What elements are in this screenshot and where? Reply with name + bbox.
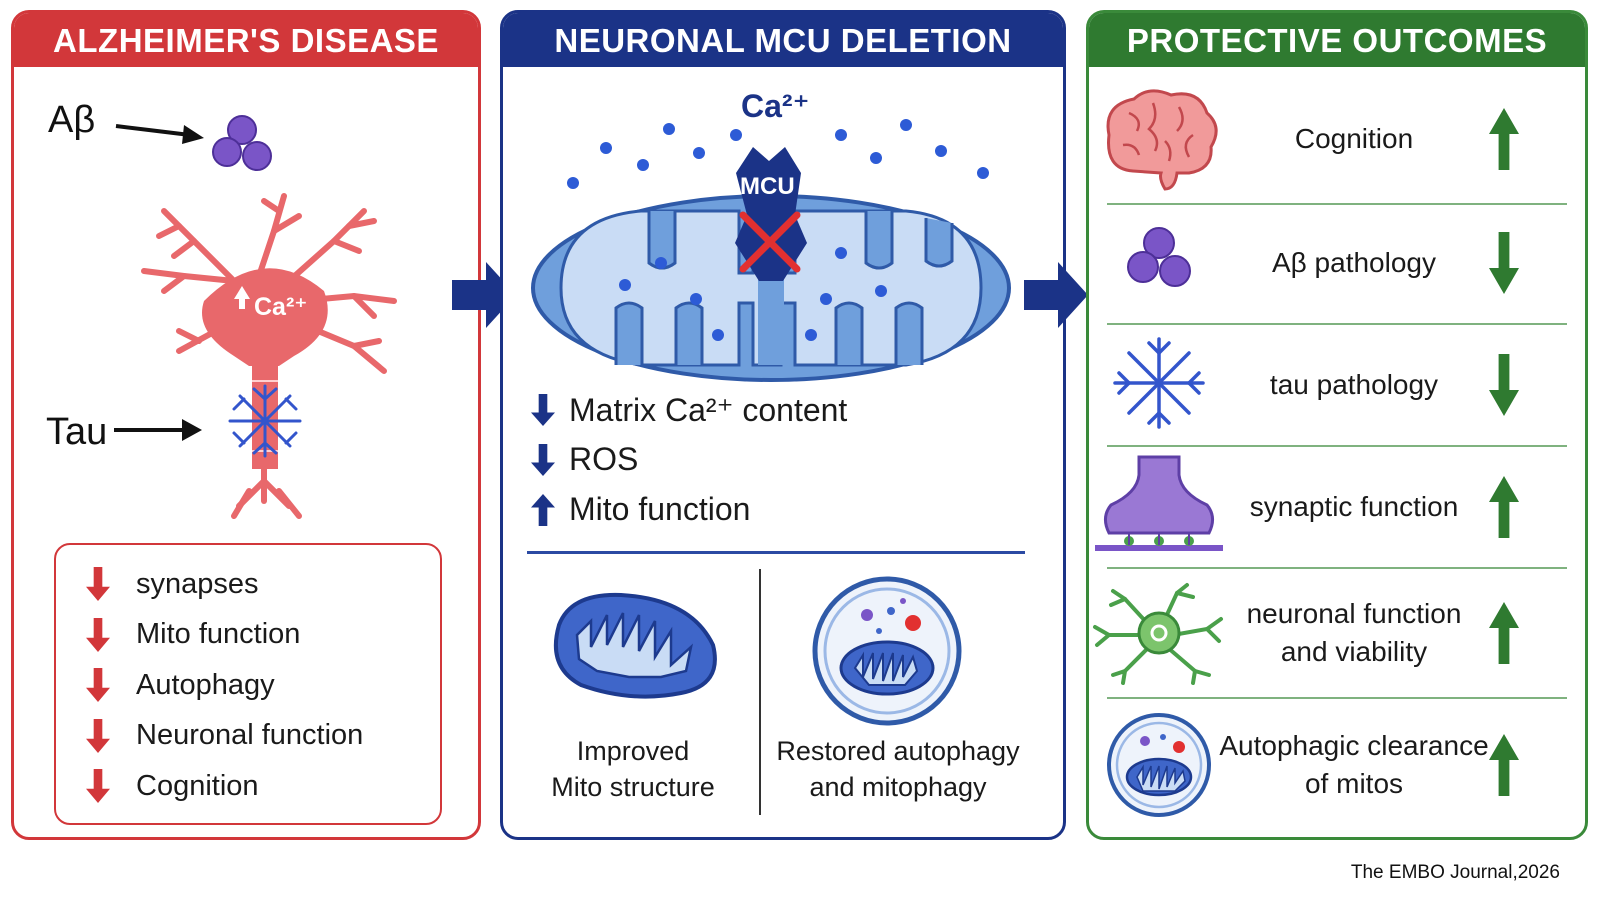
down-arrow-icon: [86, 769, 110, 803]
down-arrow-icon: [86, 718, 110, 753]
outcome-divider: [1107, 567, 1567, 569]
down-arrow-icon: [1489, 354, 1519, 416]
up-arrow-icon: [531, 493, 555, 526]
down-arrow-icon: [1489, 232, 1519, 294]
mcu-effect-label: Matrix Ca²⁺ content: [569, 392, 848, 428]
caption-mito-structure: Improved Mito structure: [551, 736, 715, 802]
neuron-ca-label: Ca²⁺: [254, 293, 308, 321]
abeta-cluster-icon: [212, 115, 272, 171]
alzheimers-title: ALZHEIMER'S DISEASE: [14, 13, 478, 67]
caption-autophagy: Restored autophagy and mitophagy: [776, 736, 1020, 802]
outcome-row: tau pathology: [1089, 325, 1585, 445]
outcome-row: synaptic function: [1089, 447, 1585, 567]
outcome-label: tau pathology: [1269, 369, 1439, 400]
flow-arrow-2-icon: [1024, 262, 1088, 328]
tau-label: Tau: [46, 411, 108, 453]
outcome-label: synaptic function: [1249, 491, 1459, 522]
ad-effect-item: Autophagy: [86, 662, 275, 708]
abeta-arrow-icon: [115, 115, 272, 171]
brain-icon: [1106, 89, 1218, 191]
journal-credit: The EMBO Journal,2026: [1350, 862, 1560, 883]
mcu-deletion-title: NEURONAL MCU DELETION: [503, 13, 1063, 67]
outcome-divider: [1107, 323, 1567, 325]
down-arrow-icon: [86, 668, 110, 702]
mitochondrion-mcu-icon: [531, 119, 1011, 382]
up-arrow-icon: [1489, 734, 1519, 796]
down-arrow-icon: [531, 443, 555, 476]
outcome-divider: [1107, 697, 1567, 699]
abeta-label: Aβ: [48, 99, 96, 141]
alzheimers-panel: ALZHEIMER'S DISEASE Aβ: [11, 10, 481, 840]
mcu-effect-label: Mito function: [569, 491, 751, 527]
mcu-effect-item: Mito function: [531, 491, 750, 528]
ad-effect-label: Autophagy: [136, 668, 275, 701]
autophagosome-icon: [1107, 713, 1211, 817]
diseased-neuron-icon: [141, 193, 397, 519]
ad-effect-label: Neuronal function: [136, 719, 364, 751]
ad-effect-label: Cognition: [136, 769, 259, 802]
outcome-divider: [1107, 445, 1567, 447]
mcu-divider: [527, 551, 1025, 554]
outcome-row: Aβ pathology: [1089, 203, 1585, 323]
up-arrow-icon: [1489, 602, 1519, 664]
tau-tangle-icon: [228, 384, 302, 458]
outcome-label: Cognition: [1294, 123, 1414, 154]
mcu-label: MCU: [740, 173, 795, 200]
improved-mito-icon: [553, 592, 717, 699]
down-arrow-icon: [531, 394, 555, 426]
ad-effect-item: Neuronal function: [86, 713, 363, 759]
protective-title: PROTECTIVE OUTCOMES: [1089, 13, 1585, 67]
ca-up-arrow-icon: [234, 286, 250, 309]
outcome-label: Aβ pathology: [1272, 247, 1436, 278]
tau-arrow-icon: [114, 419, 202, 441]
down-arrow-icon: [86, 617, 110, 652]
ad-effect-item: synapses: [86, 561, 259, 607]
outcome-row: Cognition: [1089, 75, 1585, 203]
protective-panel: PROTECTIVE OUTCOMES Cognition Aβ patholog…: [1086, 10, 1588, 840]
down-arrow-icon: [86, 567, 110, 601]
ad-effect-label: Mito function: [136, 618, 301, 650]
mcu-deletion-x-icon: [739, 211, 801, 273]
ad-effect-item: Cognition: [86, 763, 259, 809]
up-arrow-icon: [1489, 108, 1519, 170]
calcium-ions: [567, 119, 989, 189]
neuron-icon: [1093, 583, 1223, 685]
mcu-effect-item: Matrix Ca²⁺ content: [531, 391, 847, 429]
ad-effect-label: synapses: [136, 567, 259, 600]
autophagosome-icon: [812, 576, 962, 726]
ad-effect-item: Mito function: [86, 612, 300, 658]
mcu-effect-item: ROS: [531, 441, 638, 478]
abeta-cluster-icon: [1127, 227, 1191, 287]
synapse-icon: [1095, 455, 1223, 551]
up-arrow-icon: [1489, 476, 1519, 538]
tau-tangle-icon: [1113, 337, 1205, 429]
mcu-effect-label: ROS: [569, 441, 639, 477]
outcome-divider: [1107, 203, 1567, 205]
mcu-vertical-divider: [759, 569, 761, 815]
mcu-deletion-panel: NEURONAL MCU DELETION Ca²⁺: [500, 10, 1066, 840]
ca-label: Ca²⁺: [741, 88, 810, 124]
